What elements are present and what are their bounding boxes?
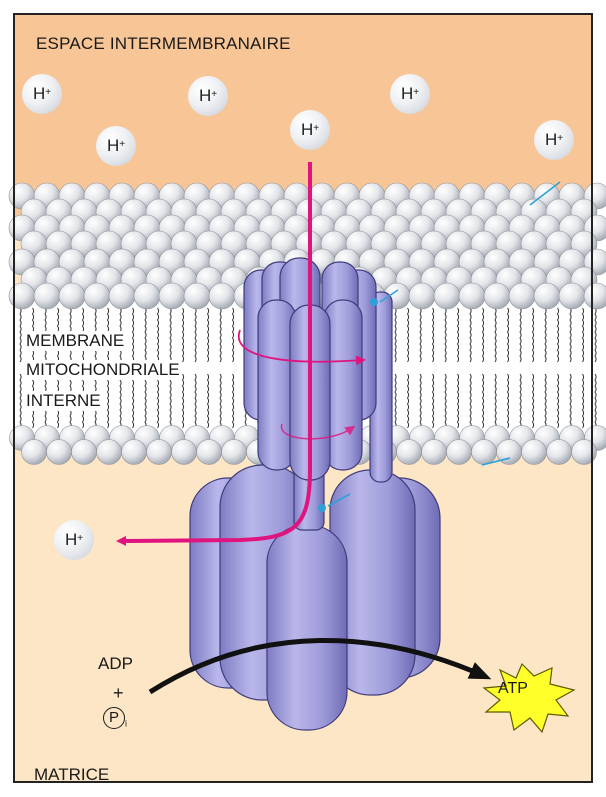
f1-subunit xyxy=(267,525,347,730)
membrane-label-line3: INTERNE xyxy=(24,391,103,411)
atp-label: ATP xyxy=(498,680,528,698)
phospholipid-head xyxy=(22,440,47,465)
proton-charge: + xyxy=(45,87,51,98)
phospholipid-head xyxy=(172,440,197,465)
phospholipid-head xyxy=(522,440,547,465)
phospholipid-head xyxy=(122,440,147,465)
phospholipid-head xyxy=(134,283,160,309)
phospholipid-head xyxy=(484,283,510,309)
lipid-tail xyxy=(595,308,596,362)
phospholipid-head xyxy=(184,283,210,309)
proton-ion: H+ xyxy=(96,126,136,166)
proton-charge: + xyxy=(413,87,419,98)
matrix-label: MATRICE xyxy=(34,765,109,785)
proton-symbol: H xyxy=(545,130,557,150)
phospholipid-head xyxy=(72,440,97,465)
intermembrane-space-label: ESPACE INTERMEMBRANAIRE xyxy=(36,34,291,54)
phosphate-symbol: P xyxy=(103,707,125,729)
proton-ion: H+ xyxy=(54,520,94,560)
phospholipid-head xyxy=(559,283,585,309)
phospholipid-head xyxy=(534,283,560,309)
proton-symbol: H xyxy=(107,136,119,156)
proton-symbol: H xyxy=(199,86,211,106)
phospholipid-head xyxy=(197,440,222,465)
phospholipid-head xyxy=(209,283,235,309)
phospholipid-head xyxy=(547,440,572,465)
proton-symbol: H xyxy=(33,84,45,104)
phospholipid-head xyxy=(472,440,497,465)
phospholipid-head xyxy=(434,283,460,309)
phospholipid-head xyxy=(397,440,422,465)
phospholipid-head xyxy=(109,283,135,309)
proton-charge: + xyxy=(557,133,563,144)
phospholipid-head xyxy=(84,283,110,309)
phosphate-subscript: i xyxy=(125,719,127,729)
phospholipid-head xyxy=(447,440,472,465)
adp-label: ADP xyxy=(98,654,133,674)
proton-ion: H+ xyxy=(290,110,330,150)
phospholipid-head xyxy=(459,283,485,309)
phospholipid-head xyxy=(59,283,85,309)
proton-ion: H+ xyxy=(22,74,62,114)
phospholipid-head xyxy=(9,283,35,309)
proton-symbol: H xyxy=(65,530,77,550)
proton-charge: + xyxy=(77,533,83,544)
plus-sign: + xyxy=(113,683,124,704)
phospholipid-head xyxy=(222,440,247,465)
proton-symbol: H xyxy=(401,84,413,104)
phospholipid-head xyxy=(147,440,172,465)
phospholipid-head xyxy=(509,283,535,309)
proton-charge: + xyxy=(119,139,125,150)
proton-charge: + xyxy=(211,89,217,100)
proton-ion: H+ xyxy=(534,120,574,160)
phospholipid-head xyxy=(97,440,122,465)
membrane-label-line1: MEMBRANE xyxy=(24,331,126,351)
phospholipid-head xyxy=(47,440,72,465)
proton-charge: + xyxy=(313,123,319,134)
membrane-label-line2: MITOCHONDRIALE xyxy=(24,360,182,380)
phospholipid-head xyxy=(34,283,60,309)
phospholipid-head xyxy=(409,283,435,309)
phospholipid-head xyxy=(159,283,185,309)
proton-ion: H+ xyxy=(188,76,228,116)
proton-symbol: H xyxy=(301,120,313,140)
phospholipid-head xyxy=(422,440,447,465)
proton-ion: H+ xyxy=(390,74,430,114)
lipid-tail xyxy=(595,374,596,428)
